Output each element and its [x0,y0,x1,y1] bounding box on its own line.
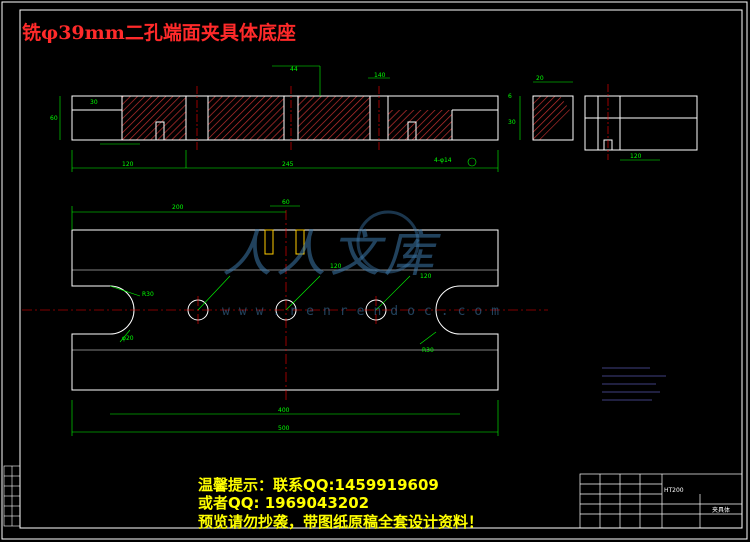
front-hatched-mid [208,96,284,140]
promo-line-2: 或者QQ: 1969043202 [198,494,370,512]
watermark-circle [356,210,420,274]
dim-plan-diag2: 120 [420,273,432,280]
side-view: 20 30 120 6 [508,75,698,161]
promo-line-1: 温馨提示：联系QQ:1459919609 [198,476,439,494]
dim-side-height: 30 [508,119,516,126]
dim-slot-left: φ20 [122,335,134,342]
watermark-text: 人人文库 [222,225,438,283]
front-hatched-far [388,110,452,140]
front-section-view: 60 30 120 245 44 140 4-φ14 [50,65,499,172]
title-block-name: 夹具体 [712,506,730,514]
dim-front-left: 30 [90,99,98,106]
dim-plan-bot-inner: 400 [278,407,290,414]
dim-front-total: 245 [282,161,294,168]
dim-plan-r-left: R30 [142,291,154,298]
dim-plan-bot-total: 500 [278,425,290,432]
dim-side-width: 120 [630,153,642,160]
dim-plan-mid: 60 [282,199,290,206]
dim-side-top: 20 [536,75,544,82]
dim-front-mid: 120 [122,161,134,168]
dim-plan-r-right: R30 [422,347,434,354]
plan-view: 200 60 120 120 R30 R30 φ20 400 500 [22,199,548,436]
front-hatched-body [122,96,186,140]
dim-front-width: 44 [290,66,298,73]
dim-side-small: 6 [508,93,512,100]
revision-strip [3,465,21,527]
promo-line-3: 预览请勿抄袭，带图纸原稿全套设计资料！ [198,513,484,531]
watermark-url: www.renrendoc.com [222,304,509,319]
title-block [579,473,743,529]
dim-plan-diag1: 120 [330,263,342,270]
dim-plan-left: 200 [172,204,184,211]
technical-notes [602,367,666,401]
drawing-inner-border [19,9,743,529]
dim-front-right: 140 [374,72,386,79]
front-hatched-right [298,96,370,140]
datum-symbol [467,157,477,167]
drawing-title: 铣φ39mm二孔端面夹具体底座 [22,22,296,44]
title-block-material: HT200 [664,487,684,494]
dim-front-holes: 4-φ14 [434,157,452,164]
dim-front-height: 60 [50,115,58,122]
